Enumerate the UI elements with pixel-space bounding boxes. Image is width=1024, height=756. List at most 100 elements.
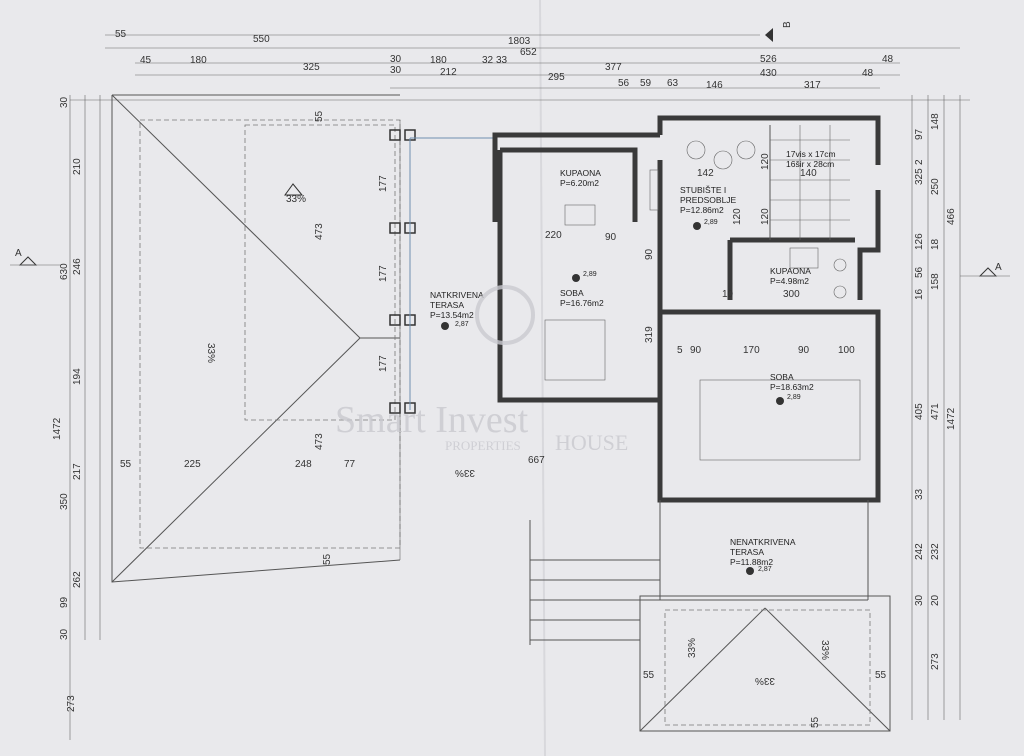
watermark: Smart Invest PROPERTIES HOUSE bbox=[335, 285, 628, 455]
walls bbox=[492, 115, 881, 601]
svg-text:P=16.76m2: P=16.76m2 bbox=[560, 298, 604, 308]
svg-text:P=4.98m2: P=4.98m2 bbox=[770, 276, 809, 286]
svg-text:30: 30 bbox=[59, 628, 70, 640]
room-natkrivena-terasa: NATKRIVENA TERASA P=13.54m2 2,87 bbox=[430, 290, 484, 330]
svg-text:55: 55 bbox=[314, 110, 325, 122]
svg-text:SOBA: SOBA bbox=[560, 288, 584, 298]
svg-text:Smart Invest: Smart Invest bbox=[335, 399, 529, 441]
svg-text:630: 630 bbox=[59, 263, 70, 280]
svg-text:32: 32 bbox=[482, 55, 494, 66]
svg-text:A: A bbox=[15, 248, 22, 259]
svg-text:55: 55 bbox=[875, 670, 887, 681]
svg-text:97: 97 bbox=[914, 128, 925, 140]
svg-text:273: 273 bbox=[66, 695, 77, 712]
svg-text:59: 59 bbox=[640, 78, 652, 89]
terrace-posts bbox=[389, 129, 495, 414]
left-dimensions: 30 210 246 630 194 1472 217 350 262 99 3… bbox=[52, 96, 83, 712]
svg-text:55: 55 bbox=[115, 29, 127, 40]
svg-text:P=18.63m2: P=18.63m2 bbox=[770, 382, 814, 392]
svg-text:17vis x 17cm: 17vis x 17cm bbox=[786, 149, 836, 159]
section-markers: A A B bbox=[10, 21, 1010, 277]
svg-text:99: 99 bbox=[59, 596, 70, 608]
right-dimensions: 97 148 2 325 250 466 126 18 56 16 158 40… bbox=[914, 113, 957, 670]
svg-text:325: 325 bbox=[914, 168, 925, 185]
svg-text:2,87: 2,87 bbox=[455, 321, 469, 328]
svg-text:56: 56 bbox=[914, 266, 925, 278]
svg-text:148: 148 bbox=[930, 113, 941, 130]
stair bbox=[769, 125, 850, 240]
svg-text:2,89: 2,89 bbox=[704, 219, 718, 226]
svg-text:33%: 33% bbox=[455, 467, 475, 478]
svg-text:2,89: 2,89 bbox=[787, 394, 801, 401]
left-roof bbox=[111, 94, 401, 583]
svg-text:77: 77 bbox=[344, 459, 356, 470]
svg-text:5: 5 bbox=[677, 345, 683, 356]
svg-text:250: 250 bbox=[930, 178, 941, 195]
svg-text:262: 262 bbox=[72, 571, 83, 588]
svg-text:55: 55 bbox=[810, 716, 821, 728]
svg-text:56: 56 bbox=[618, 78, 630, 89]
top-dimensions: 55 550 1803 652 45 180 325 30 180 32 33 … bbox=[115, 29, 894, 91]
svg-text:194: 194 bbox=[72, 368, 83, 385]
svg-text:90: 90 bbox=[798, 345, 810, 356]
paper-fold bbox=[539, 0, 546, 756]
stair-note: 17vis x 17cm 16šir x 28cm bbox=[786, 149, 836, 169]
svg-text:30: 30 bbox=[59, 96, 70, 108]
svg-text:319: 319 bbox=[644, 326, 655, 343]
bottom-roof bbox=[639, 595, 891, 732]
svg-text:2: 2 bbox=[914, 159, 925, 165]
svg-text:90: 90 bbox=[690, 345, 702, 356]
svg-text:90: 90 bbox=[605, 232, 617, 243]
svg-text:30: 30 bbox=[914, 594, 925, 606]
svg-text:PREDSOBLJE: PREDSOBLJE bbox=[680, 195, 737, 205]
roof-slopes: 33% 33% 33% 33% 33% 33% bbox=[205, 183, 830, 686]
svg-text:63: 63 bbox=[667, 78, 679, 89]
svg-text:217: 217 bbox=[72, 463, 83, 480]
svg-text:146: 146 bbox=[706, 80, 723, 91]
svg-text:526: 526 bbox=[760, 54, 777, 65]
room-soba-2: SOBA P=18.63m2 2,89 bbox=[770, 372, 814, 405]
svg-text:33%: 33% bbox=[205, 343, 216, 363]
svg-text:242: 242 bbox=[914, 543, 925, 560]
svg-text:248: 248 bbox=[295, 459, 312, 470]
svg-text:2,89: 2,89 bbox=[583, 271, 597, 278]
svg-text:225: 225 bbox=[184, 459, 201, 470]
svg-text:466: 466 bbox=[946, 208, 957, 225]
svg-text:33: 33 bbox=[914, 488, 925, 500]
room-nenatkrivena-terasa: NENATKRIVENA TERASA P=11.88m2 2,87 bbox=[730, 537, 796, 575]
svg-text:180: 180 bbox=[430, 55, 447, 66]
svg-text:P=6.20m2: P=6.20m2 bbox=[560, 178, 599, 188]
svg-text:177: 177 bbox=[378, 175, 389, 192]
svg-text:30: 30 bbox=[390, 65, 402, 76]
svg-text:473: 473 bbox=[314, 223, 325, 240]
svg-text:16: 16 bbox=[914, 288, 925, 300]
svg-text:90: 90 bbox=[644, 248, 655, 260]
svg-text:1803: 1803 bbox=[508, 36, 531, 47]
inner-dimensions: 55 177 177 177 473 473 55 225 248 77 667… bbox=[120, 110, 887, 728]
svg-text:273: 273 bbox=[930, 653, 941, 670]
svg-text:PROPERTIES: PROPERTIES bbox=[445, 438, 521, 453]
svg-text:220: 220 bbox=[545, 230, 562, 241]
svg-text:KUPAONA: KUPAONA bbox=[770, 266, 811, 276]
svg-text:405: 405 bbox=[914, 403, 925, 420]
svg-text:55: 55 bbox=[643, 670, 655, 681]
svg-text:P=13.54m2: P=13.54m2 bbox=[430, 310, 474, 320]
svg-text:177: 177 bbox=[378, 265, 389, 282]
svg-text:350: 350 bbox=[59, 493, 70, 510]
svg-text:33: 33 bbox=[496, 55, 508, 66]
right-dimension-lines bbox=[911, 95, 961, 720]
svg-text:120: 120 bbox=[760, 208, 771, 225]
svg-text:55: 55 bbox=[120, 459, 132, 470]
room-stubiste: STUBIŠTE I PREDSOBLJE P=12.86m2 2,89 bbox=[680, 185, 737, 230]
svg-text:SOBA: SOBA bbox=[770, 372, 794, 382]
svg-text:NATKRIVENA: NATKRIVENA bbox=[430, 290, 484, 300]
room-kupaona-1: KUPAONA P=6.20m2 bbox=[560, 168, 601, 188]
svg-text:430: 430 bbox=[760, 68, 777, 79]
svg-text:55: 55 bbox=[322, 553, 333, 565]
top-dimension-lines bbox=[70, 34, 970, 101]
svg-text:KUPAONA: KUPAONA bbox=[560, 168, 601, 178]
svg-text:NENATKRIVENA: NENATKRIVENA bbox=[730, 537, 796, 547]
svg-text:170: 170 bbox=[743, 345, 760, 356]
svg-text:33%: 33% bbox=[687, 638, 698, 658]
